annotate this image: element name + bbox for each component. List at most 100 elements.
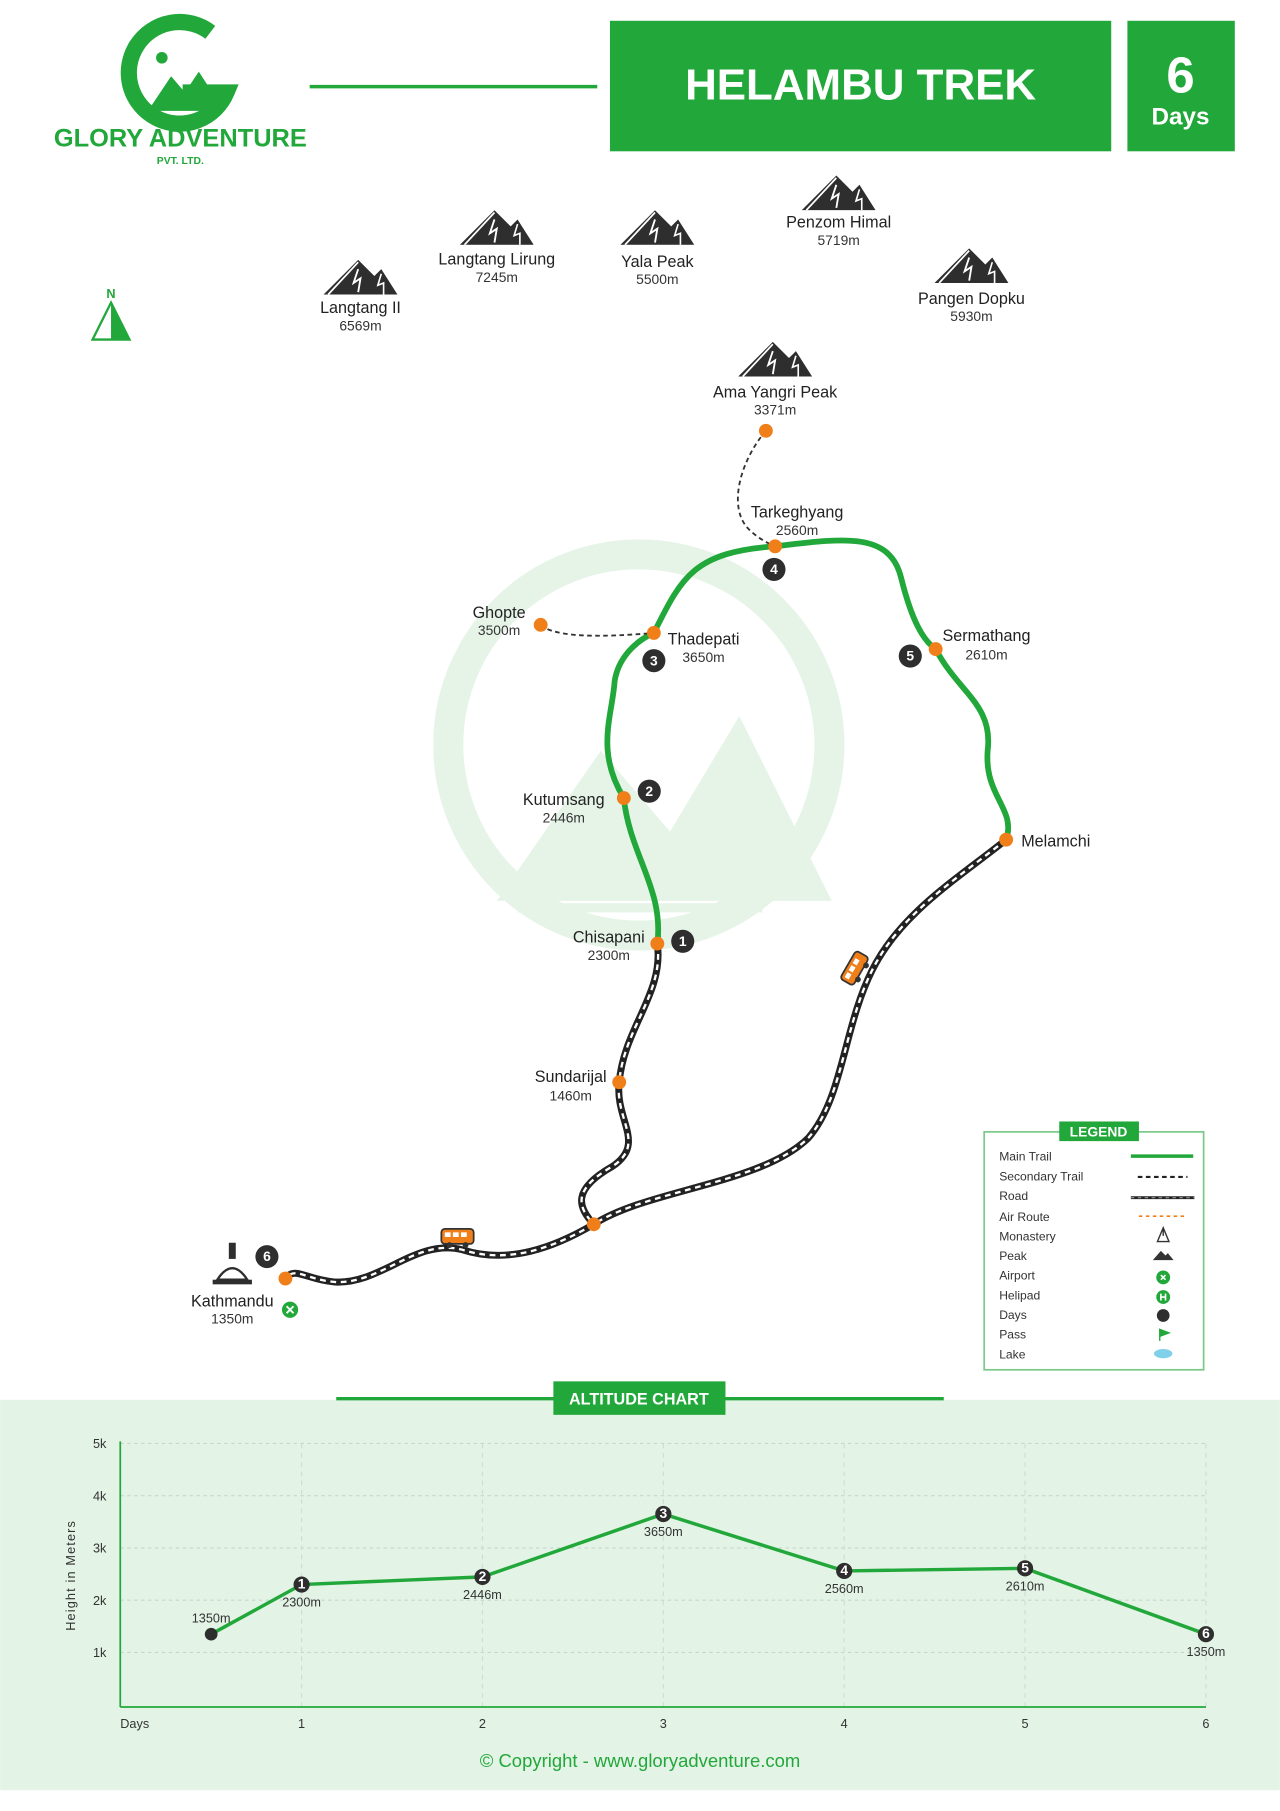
day-marker xyxy=(762,557,786,581)
data-point-day: 4 xyxy=(840,1562,848,1578)
peak-langtang-ii: Langtang II 6569m xyxy=(320,259,401,333)
peak-langtang-lirung: Langtang Lirung 7245m xyxy=(438,210,555,285)
legend-label: Helipad xyxy=(999,1288,1040,1302)
data-point xyxy=(474,1568,491,1585)
north-arrow-icon: N xyxy=(90,287,132,341)
x-tick-label: 3 xyxy=(660,1717,667,1731)
data-label: 2560m xyxy=(825,1582,864,1596)
data-point-day: 6 xyxy=(1202,1625,1210,1641)
place-name: Kathmandu xyxy=(191,1292,274,1310)
x-tick-label: 5 xyxy=(1022,1717,1029,1731)
data-point xyxy=(836,1562,853,1580)
peak-altitude: 5500m xyxy=(636,271,678,287)
place-name: Sermathang xyxy=(942,627,1030,645)
data-label: 1350m xyxy=(192,1612,231,1626)
data-point xyxy=(204,1627,218,1641)
chart-title: ALTITUDE CHART xyxy=(569,1390,709,1408)
peak-icon xyxy=(1152,1250,1174,1261)
north-label: N xyxy=(106,287,115,301)
data-label: 2446m xyxy=(463,1588,502,1602)
peak-penzom-himal: Penzom Himal 5719m xyxy=(786,175,891,248)
data-point xyxy=(655,1505,672,1523)
place-tarkeghyang: Tarkeghyang 2560m 4 xyxy=(751,503,844,581)
chart-panel xyxy=(0,1399,1280,1791)
days-box xyxy=(1127,20,1235,152)
data-point-day: 3 xyxy=(659,1505,667,1521)
day-number: 3 xyxy=(650,652,658,668)
data-point xyxy=(293,1576,310,1593)
day-number: 6 xyxy=(263,1248,271,1264)
place-name: Sundarijal xyxy=(535,1068,607,1086)
data-point-day: 5 xyxy=(1021,1559,1029,1575)
place-altitude: 2610m xyxy=(965,646,1007,662)
peak-name: Langtang Lirung xyxy=(438,250,555,268)
data-point xyxy=(1197,1626,1215,1643)
peak-pangen-dopku: Pangen Dopku 5930m xyxy=(918,248,1025,324)
monastery-icon xyxy=(1156,1225,1171,1243)
place-name: Kutumsang xyxy=(523,791,605,809)
day-number: 4 xyxy=(770,561,778,577)
x-axis-title: Days xyxy=(120,1717,149,1731)
x-tick-label: 2 xyxy=(479,1717,486,1731)
peak-altitude: 6569m xyxy=(339,317,381,333)
airport-icon xyxy=(281,1301,299,1318)
place-thadepati: Thadepati 3650m 3 xyxy=(642,630,739,673)
data-point xyxy=(1016,1560,1034,1577)
peak-name: Langtang II xyxy=(320,299,401,317)
brand-sub: PVT. LTD. xyxy=(157,156,204,167)
road xyxy=(282,836,1009,1286)
peak-icon xyxy=(738,341,813,377)
peak-altitude: 5930m xyxy=(950,308,992,324)
place-altitude: 3650m xyxy=(682,649,724,665)
stop-dots xyxy=(278,423,1014,1286)
peak-altitude: 5719m xyxy=(817,232,859,248)
place-altitude: 2300m xyxy=(588,947,630,963)
place-chisapani: Chisapani 2300m 1 xyxy=(573,928,695,963)
data-point-day: 1 xyxy=(298,1576,306,1592)
days-label: Days xyxy=(1152,104,1210,131)
trek-title: HELAMBU TREK xyxy=(685,60,1036,109)
peak-altitude: 7245m xyxy=(476,269,518,285)
place-name: Tarkeghyang xyxy=(751,503,844,521)
place-altitude: 2446m xyxy=(543,809,585,825)
x-tick-label: 1 xyxy=(298,1717,305,1731)
legend-label: Road xyxy=(999,1189,1028,1203)
y-tick-label: 5k xyxy=(93,1437,107,1451)
legend-label: Main Trail xyxy=(999,1150,1052,1164)
place-altitude: 3500m xyxy=(478,622,520,638)
day-marker xyxy=(642,649,666,673)
days-number: 6 xyxy=(1166,46,1194,103)
title-box xyxy=(609,20,1112,152)
peak-icon xyxy=(934,248,1009,283)
place-kathmandu: Kathmandu 1350m 6 xyxy=(191,1242,299,1327)
peak-altitude: 3371m xyxy=(754,402,796,418)
place-name: Ghopte xyxy=(473,604,526,622)
secondary-trail xyxy=(540,430,776,637)
data-label: 3650m xyxy=(644,1525,683,1539)
copyright: © Copyright - www.gloryadventure.com xyxy=(480,1750,801,1771)
y-tick-label: 2k xyxy=(93,1594,107,1608)
place-altitude: 1460m xyxy=(550,1088,592,1104)
data-label: 1350m xyxy=(1187,1645,1226,1659)
peak-ama-yangri: Ama Yangri Peak 3371m xyxy=(713,341,838,418)
legend-label: Monastery xyxy=(999,1229,1056,1243)
monastery-icon xyxy=(212,1242,252,1285)
x-tick-label: 6 xyxy=(1202,1717,1209,1731)
place-altitude: 1350m xyxy=(211,1311,253,1327)
brand-name: GLORY ADVENTURE xyxy=(54,125,307,153)
place-altitude: 2560m xyxy=(776,522,818,538)
peak-icon xyxy=(459,210,534,245)
place-sundarijal: Sundarijal 1460m xyxy=(535,1068,607,1103)
place-melamchi: Melamchi xyxy=(1021,833,1090,851)
day-marker xyxy=(898,644,922,668)
peak-name: Ama Yangri Peak xyxy=(713,383,838,401)
day-marker xyxy=(637,779,661,803)
legend-label: Lake xyxy=(999,1347,1026,1361)
place-name: Chisapani xyxy=(573,928,645,946)
legend-label: Secondary Trail xyxy=(999,1169,1083,1183)
place-sermathang: Sermathang 2610m 5 xyxy=(898,627,1031,668)
x-tick-label: 4 xyxy=(841,1717,848,1731)
lake-icon xyxy=(1153,1349,1173,1359)
